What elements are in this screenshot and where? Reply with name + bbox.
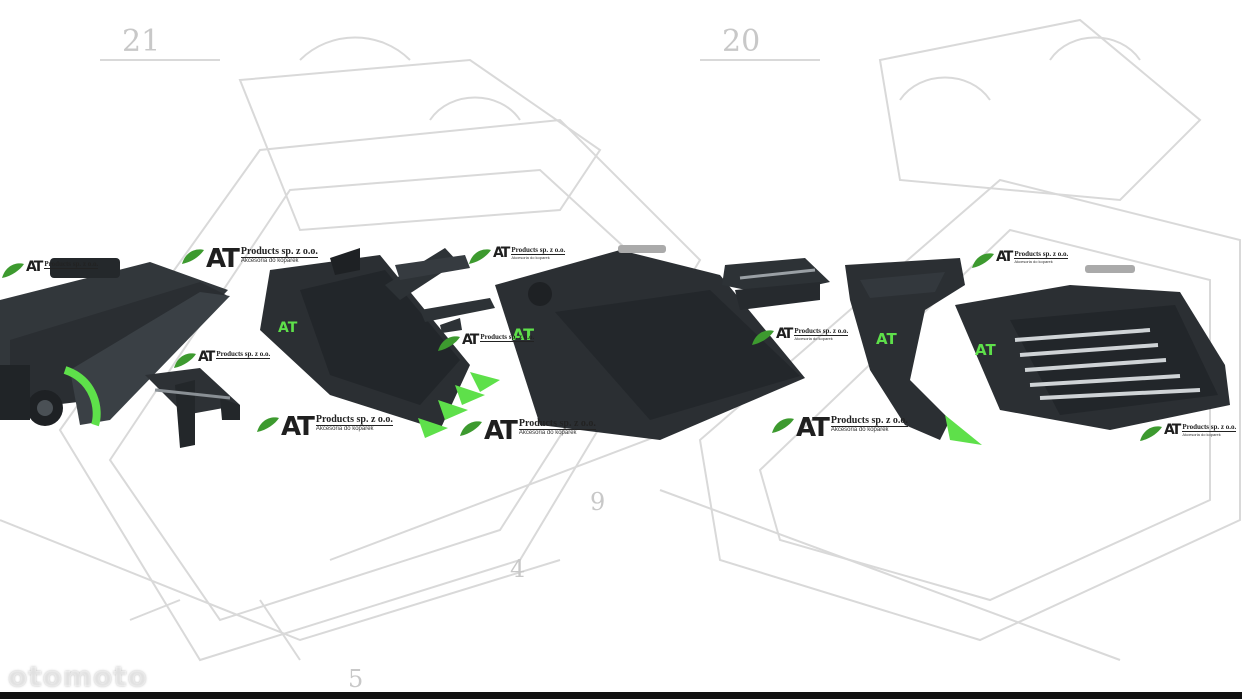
logo-company: Products sp. z o.o. <box>315 414 393 426</box>
drawing-number: 4 <box>510 555 526 583</box>
logo-company: Products sp. z o.o. <box>44 260 99 269</box>
svg-text:AT: AT <box>512 325 534 344</box>
at-products-logo: AT Products sp. z o.o.Akcesoria do kopar… <box>255 414 393 440</box>
logo-company: Products sp. z o.o. <box>511 246 566 255</box>
leaf-icon <box>972 253 994 268</box>
logo-tagline: Akcesoria do koparek <box>240 258 299 264</box>
leaf-icon <box>2 263 24 278</box>
logo-company: Products sp. z o.o. <box>1014 250 1069 259</box>
svg-text:AT: AT <box>975 341 996 359</box>
leaf-icon <box>772 418 794 433</box>
logo-company: Products sp. z o.o. <box>518 418 596 430</box>
logo-mark: AT <box>462 332 479 348</box>
logo-tagline: Akcesoria do koparek <box>518 430 577 436</box>
logo-mark: AT <box>996 249 1013 265</box>
logo-company: Products sp. z o.o. <box>216 350 271 359</box>
at-products-logo: AT Products sp. z o.o. <box>436 332 535 353</box>
logo-tagline: Akcesoria do koparek <box>511 255 550 260</box>
logo-mark: AT <box>484 416 518 446</box>
at-products-logo: AT Products sp. z o.o. <box>0 259 99 280</box>
at-products-logo: AT Products sp. z o.o.Akcesoria do kopar… <box>1138 422 1237 443</box>
logo-mark: AT <box>281 412 315 442</box>
ditch-cleaning-bucket: AT <box>495 245 805 440</box>
leaf-icon <box>257 417 279 432</box>
logo-company: Products sp. z o.o. <box>794 327 849 336</box>
logo-tagline: Akcesoria do koparek <box>830 427 889 433</box>
at-products-logo: AT Products sp. z o.o.Akcesoria do kopar… <box>770 415 908 441</box>
drawing-number: 21 <box>122 24 161 59</box>
logo-mark: AT <box>1164 422 1181 438</box>
svg-text:AT: AT <box>876 330 897 348</box>
leaf-icon <box>752 330 774 345</box>
riddle-bucket: AT <box>955 265 1230 430</box>
digging-bucket-with-teeth: AT <box>260 248 500 438</box>
logo-company: Products sp. z o.o. <box>830 415 908 427</box>
leaf-icon <box>1140 426 1162 441</box>
drawing-number: 5 <box>348 665 364 693</box>
background-line-drawing <box>0 18 1241 662</box>
logo-tagline: Akcesoria do koparek <box>794 336 833 341</box>
at-products-logo: AT Products sp. z o.o. <box>172 349 271 370</box>
logo-mark: AT <box>493 245 510 261</box>
at-products-logo: AT Products sp. z o.o.Akcesoria do kopar… <box>750 326 849 347</box>
otomoto-watermark: otomoto <box>8 660 148 693</box>
tilt-bucket-rotator <box>0 258 230 427</box>
logo-mark: AT <box>198 349 215 365</box>
at-products-logo: AT Products sp. z o.o.Akcesoria do kopar… <box>970 249 1069 270</box>
leaf-icon <box>469 249 491 264</box>
adapter-plates <box>385 248 495 333</box>
leaf-icon <box>182 249 204 264</box>
ripper: AT <box>845 258 982 445</box>
logo-company: Products sp. z o.o. <box>1182 423 1237 432</box>
logo-mark: AT <box>206 244 240 274</box>
quick-coupler-frame <box>145 368 240 448</box>
logo-mark: AT <box>26 259 43 275</box>
logo-company: Products sp. z o.o. <box>480 333 535 342</box>
svg-text:AT: AT <box>278 320 298 336</box>
logo-mark: AT <box>776 326 793 342</box>
logo-tagline: Akcesoria do koparek <box>1182 432 1221 437</box>
leaf-icon <box>174 353 196 368</box>
leaf-icon <box>438 336 460 351</box>
at-products-logo: AT Products sp. z o.o.Akcesoria do kopar… <box>467 245 566 266</box>
drawing-number: 9 <box>590 488 606 516</box>
at-products-logo: AT Products sp. z o.o.Akcesoria do kopar… <box>180 246 318 272</box>
logo-tagline: Akcesoria do koparek <box>315 426 374 432</box>
leaf-icon <box>460 421 482 436</box>
logo-mark: AT <box>796 413 830 443</box>
logo-company: Products sp. z o.o. <box>240 246 318 258</box>
bottom-bar <box>0 692 1242 699</box>
at-products-logo: AT Products sp. z o.o.Akcesoria do kopar… <box>458 418 596 444</box>
adapter-frame <box>722 258 830 310</box>
logo-tagline: Akcesoria do koparek <box>1014 259 1053 264</box>
drawing-number: 20 <box>722 24 761 59</box>
